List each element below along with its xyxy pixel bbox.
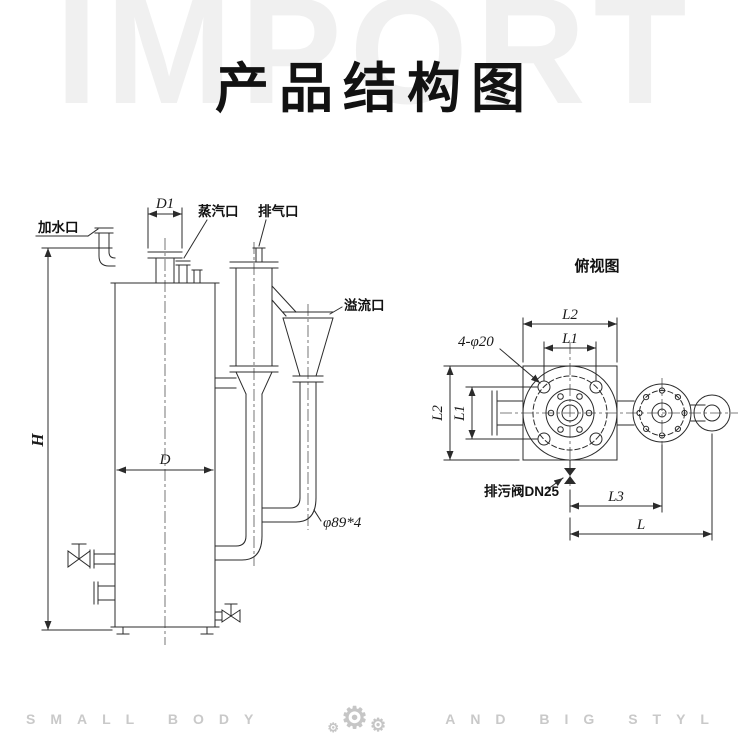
d1-dimension [147, 207, 183, 249]
ejector-column [214, 247, 297, 561]
footer-right-text: AND BIG STYL [445, 711, 724, 727]
label-diameter: D [159, 452, 171, 468]
label-l3: L3 [607, 489, 624, 505]
manhole-flange [147, 251, 183, 284]
front-view: D1 加水口 蒸汽口 [28, 196, 385, 645]
footer-left-text: SMALL BODY [26, 711, 269, 727]
label-water-inlet: 加水口 [37, 219, 79, 235]
label-l1-top: L1 [561, 331, 578, 347]
footer: SMALL BODY ⚙ ⚙ ⚙ AND BIG STYL [0, 702, 750, 735]
l1-top-dimension [543, 341, 597, 382]
side-valve [67, 543, 116, 605]
l3-dimension [569, 444, 663, 513]
gear-icon: ⚙ [341, 702, 368, 735]
water-inlet-pipe [35, 227, 116, 267]
h-dimension [41, 247, 113, 631]
label-exhaust-port: 排气口 [258, 203, 299, 219]
page-title: 产品结构图 [215, 59, 535, 119]
label-l2-left: L2 [430, 405, 446, 422]
l2-top-dimension [522, 317, 618, 363]
bolt-holes-callout [499, 348, 541, 384]
label-drain-valve: 排污阀DN25 [484, 483, 560, 499]
top-view-centerlines [500, 342, 738, 486]
drain-valve-symbol [547, 459, 576, 490]
right-flange-assembly [616, 383, 731, 443]
top-view: 俯视图 [430, 257, 738, 541]
overflow-funnel [261, 306, 343, 523]
gear-icon: ⚙ [327, 720, 340, 735]
base-plate [522, 365, 618, 461]
top-view-title: 俯视图 [574, 257, 619, 275]
label-l2-top: L2 [561, 307, 578, 323]
l2-left-dimension [443, 365, 520, 461]
label-overflow-port: 溢流口 [344, 297, 385, 313]
label-bolt-holes: 4-φ20 [458, 334, 494, 350]
exhaust-leader [258, 219, 267, 247]
gear-cluster: ⚙ ⚙ ⚙ [327, 702, 387, 735]
watermark-text: IMPORT [55, 0, 695, 136]
centerlines [164, 238, 309, 645]
label-pipe-spec: φ89*4 [323, 515, 362, 531]
label-d1: D1 [155, 196, 174, 212]
left-flange-stub [491, 390, 524, 436]
l1-left-dimension [465, 386, 539, 440]
bottom-valve [214, 603, 241, 623]
label-height: H [28, 433, 47, 448]
label-steam-port: 蒸汽口 [198, 203, 239, 219]
gear-icon: ⚙ [369, 715, 387, 735]
steam-nozzle [175, 219, 208, 284]
label-l1-left: L1 [452, 405, 468, 422]
label-l: L [636, 517, 645, 533]
tank-outline [110, 282, 220, 635]
l-dimension [569, 433, 713, 541]
